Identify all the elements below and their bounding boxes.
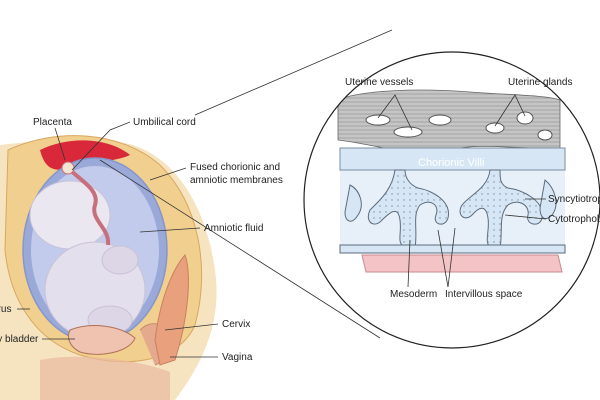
cord-insertion [61, 161, 75, 175]
label-placenta: Placenta [33, 117, 72, 128]
label-uterine-vessels: Uterine vessels [345, 77, 413, 88]
uterus-cross-section [0, 135, 217, 400]
urinary-bladder [67, 325, 136, 355]
vagina [154, 254, 189, 366]
label-bladder: Urinary bladder [0, 334, 39, 345]
villous-tree [367, 169, 449, 249]
uterine-vessel [365, 114, 391, 126]
leader-mesoderm [407, 239, 411, 288]
label-umbilical-cord: Umbilical cord [133, 117, 196, 128]
leader-uterine-glands [494, 94, 526, 127]
uterine-gland [516, 111, 534, 125]
label-uterus: Uterus [0, 304, 11, 315]
label-syncytiotrophoblast: Syncytiotrophoblast [548, 194, 600, 205]
umbilical-cord [66, 166, 111, 246]
placenta [40, 140, 130, 170]
label-cytotrophoblast: Cytotrophoblast [548, 214, 600, 225]
magnified-villi [304, 52, 600, 348]
label-vagina: Vagina [222, 352, 253, 363]
label-intervillous-space: Intervillous space [445, 289, 523, 300]
leader-uterine-vessels [377, 94, 413, 131]
leader-umbilical-cord [71, 121, 131, 171]
leader-intervillous-space-1 [447, 227, 456, 288]
label-amniotic-fluid: Amniotic fluid [204, 223, 263, 234]
villous-tree [344, 179, 557, 222]
label-chorionic-villi: Chorionic Villi [418, 157, 484, 169]
uterine-gland [537, 129, 553, 141]
pelvic-tissue [40, 356, 170, 400]
zoom-circle [303, 51, 600, 349]
leader-placenta [54, 127, 66, 161]
chorionic-plate [339, 147, 566, 171]
leader-intervillous-space-2 [437, 229, 449, 288]
villous-tree [459, 169, 543, 249]
label-fused-membranes-2: amniotic membranes [190, 175, 283, 186]
uterine-vessel [428, 114, 452, 126]
leader-fused-membranes [149, 167, 187, 181]
label-fused-membranes-1: Fused chorionic and [190, 162, 280, 173]
label-cervix: Cervix [222, 319, 250, 330]
leader-amniotic-fluid [139, 227, 201, 233]
leader-cytotrophoblast [504, 214, 547, 220]
mesoderm-layer [361, 254, 563, 273]
zoom-line-bottom [99, 159, 381, 339]
uterine-vessel [393, 126, 423, 138]
label-mesoderm: Mesoderm [390, 289, 437, 300]
fetus [29, 180, 146, 339]
zoom-line-top [194, 29, 393, 116]
label-uterine-glands: Uterine glands [508, 77, 572, 88]
leader-cervix [164, 323, 219, 331]
uterine-gland [485, 122, 505, 134]
